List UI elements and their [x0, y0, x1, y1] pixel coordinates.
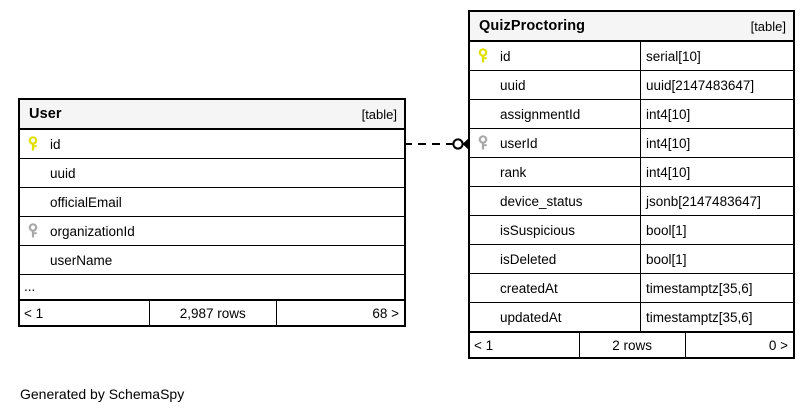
foreign-key-icon: [477, 135, 495, 151]
prev-page-button[interactable]: < 1: [474, 337, 494, 353]
column-name: officialEmail: [50, 194, 122, 210]
next-page-button[interactable]: 0 >: [768, 337, 788, 353]
column-name: userName: [50, 252, 113, 268]
column-name-cell: id: [470, 42, 640, 70]
column-type: uuid[2147483647]: [646, 77, 755, 93]
column-type-cell: jsonb[2147483647]: [640, 187, 793, 215]
table-row[interactable]: organizationId: [20, 217, 404, 246]
column-name-cell: device_status: [470, 187, 640, 215]
table-row[interactable]: createdAt timestamptz[35,6]: [470, 274, 793, 303]
foreign-key-icon: [27, 223, 45, 239]
no-key-icon: [477, 222, 495, 238]
column-name: device_status: [500, 193, 583, 209]
column-name-cell: id: [20, 130, 404, 158]
column-type-cell: bool[1]: [640, 216, 793, 244]
table-row[interactable]: officialEmail: [20, 188, 404, 217]
no-key-icon: [477, 106, 495, 122]
table-row[interactable]: isDeleted bool[1]: [470, 245, 793, 274]
column-type-cell: bool[1]: [640, 245, 793, 273]
no-key-icon: [477, 77, 495, 93]
no-key-icon: [27, 165, 45, 181]
column-name-cell: organizationId: [20, 217, 404, 245]
table-row[interactable]: userName: [20, 246, 404, 275]
no-key-icon: [27, 194, 45, 210]
table-row[interactable]: updatedAt timestamptz[35,6]: [470, 303, 793, 332]
column-name: uuid: [50, 165, 76, 181]
column-name-cell: userName: [20, 246, 404, 274]
no-key-icon: [477, 309, 495, 325]
er-table-quizproctoring[interactable]: QuizProctoring [table] id serial[10] uui…: [468, 10, 795, 359]
table-row[interactable]: rank int4[10]: [470, 158, 793, 187]
column-type: timestamptz[35,6]: [646, 280, 753, 296]
table-header-quizproctoring: QuizProctoring [table]: [470, 12, 793, 42]
table-row[interactable]: isSuspicious bool[1]: [470, 216, 793, 245]
column-name-cell: userId: [470, 129, 640, 157]
column-name: createdAt: [500, 280, 558, 296]
column-name-cell: createdAt: [470, 274, 640, 302]
truncated-columns-indicator: ...: [20, 275, 404, 300]
column-type: bool[1]: [646, 251, 687, 267]
column-name: id: [500, 48, 511, 64]
column-name-cell: officialEmail: [20, 188, 404, 216]
column-type-cell: uuid[2147483647]: [640, 71, 793, 99]
next-page-button[interactable]: 68 >: [372, 305, 399, 321]
column-name: userId: [500, 135, 538, 151]
column-type: int4[10]: [646, 135, 691, 151]
no-key-icon: [477, 193, 495, 209]
column-name-cell: uuid: [20, 159, 404, 187]
no-key-icon: [27, 252, 45, 268]
no-key-icon: [477, 164, 495, 180]
column-name-cell: updatedAt: [470, 303, 640, 331]
table-row[interactable]: uuid uuid[2147483647]: [470, 71, 793, 100]
column-name: rank: [500, 164, 527, 180]
row-count-label: 2 rows: [578, 333, 686, 357]
table-title: QuizProctoring: [479, 18, 586, 34]
row-count-label: 2,987 rows: [149, 301, 277, 325]
column-type: serial[10]: [646, 48, 701, 64]
column-type-cell: timestamptz[35,6]: [640, 274, 793, 302]
table-row[interactable]: uuid: [20, 159, 404, 188]
column-name: id: [50, 136, 61, 152]
no-key-icon: [477, 251, 495, 267]
column-type-cell: int4[10]: [640, 158, 793, 186]
table-row[interactable]: userId int4[10]: [470, 129, 793, 158]
table-row[interactable]: id: [20, 130, 404, 159]
column-type: int4[10]: [646, 106, 691, 122]
column-type: int4[10]: [646, 164, 691, 180]
table-row[interactable]: id serial[10]: [470, 42, 793, 71]
column-name: isSuspicious: [500, 222, 576, 238]
diagram-caption: Generated by SchemaSpy: [20, 386, 185, 402]
column-name-cell: isSuspicious: [470, 216, 640, 244]
column-name-cell: uuid: [470, 71, 640, 99]
column-type-cell: serial[10]: [640, 42, 793, 70]
table-type-tag: [table]: [750, 18, 786, 34]
column-name: isDeleted: [500, 251, 557, 267]
table-type-tag: [table]: [361, 106, 397, 122]
table-row[interactable]: assignmentId int4[10]: [470, 100, 793, 129]
column-type: bool[1]: [646, 222, 687, 238]
er-table-user[interactable]: User [table] id uuid officialEmail: [18, 98, 406, 327]
no-key-icon: [477, 280, 495, 296]
column-name-cell: rank: [470, 158, 640, 186]
table-row[interactable]: device_status jsonb[2147483647]: [470, 187, 793, 216]
column-type-cell: timestamptz[35,6]: [640, 303, 793, 331]
column-name: updatedAt: [500, 309, 562, 325]
table-title: User: [29, 106, 62, 122]
column-type: jsonb[2147483647]: [646, 193, 761, 209]
primary-key-icon: [27, 136, 45, 152]
column-type-cell: int4[10]: [640, 129, 793, 157]
column-type: timestamptz[35,6]: [646, 309, 753, 325]
column-name: uuid: [500, 77, 526, 93]
relationship-connector-user-to-quizproctoring: [400, 128, 470, 162]
column-name-cell: isDeleted: [470, 245, 640, 273]
table-footer-user: < 1 2,987 rows 68 >: [20, 300, 404, 325]
column-name-cell: assignmentId: [470, 100, 640, 128]
prev-page-button[interactable]: < 1: [24, 305, 44, 321]
column-name: assignmentId: [500, 106, 581, 122]
column-name: organizationId: [50, 223, 135, 239]
column-type-cell: int4[10]: [640, 100, 793, 128]
primary-key-icon: [477, 48, 495, 64]
table-footer-quizproctoring: < 1 2 rows 0 >: [470, 332, 793, 357]
table-header-user: User [table]: [20, 100, 404, 130]
